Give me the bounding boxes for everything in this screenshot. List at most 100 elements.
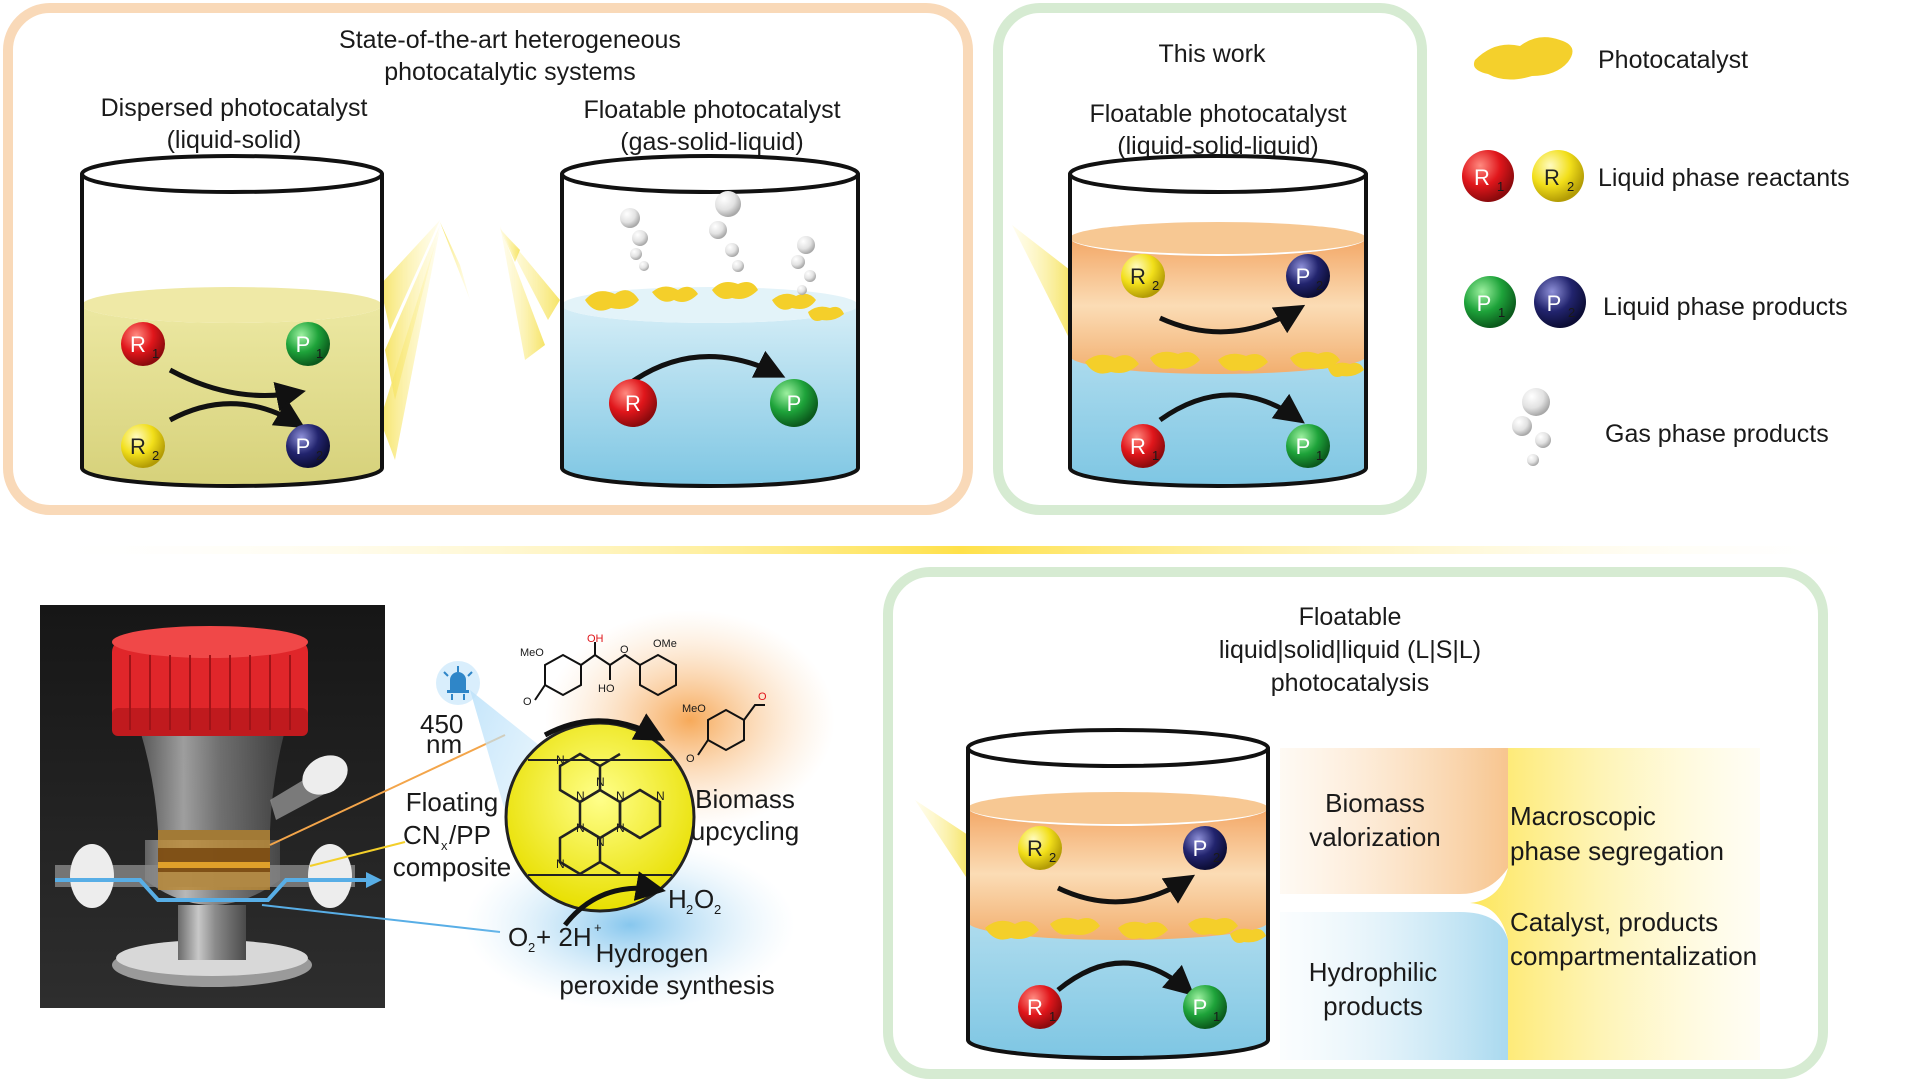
svg-text:1: 1 (1213, 1009, 1220, 1024)
column-hydrophilic (1280, 912, 1508, 1060)
lignin-labels: MeO OH HO OMe O O (520, 633, 677, 708)
sota-title-line1: State-of-the-art heterogeneous (339, 26, 681, 54)
svg-text:R: R (1544, 165, 1560, 190)
floating-line3: composite (393, 852, 512, 882)
svg-text:P: P (1547, 291, 1562, 316)
photocatalyst-flake-icon (1473, 37, 1573, 80)
floating-line1: Floating (406, 787, 499, 817)
svg-text:2: 2 (528, 940, 535, 955)
svg-text:1: 1 (316, 346, 323, 361)
svg-text:N: N (616, 789, 625, 803)
ball-r2-beaker4: R 2 (1018, 826, 1062, 870)
catalyst-sphere: N N N N N N N N N (504, 721, 696, 913)
svg-text:P: P (296, 332, 311, 357)
h2o2-formula: H 2 O 2 (668, 884, 721, 917)
svg-text:MeO: MeO (682, 703, 706, 715)
ball-r1-beaker3: R 1 (1121, 424, 1165, 468)
o2-plus-2h: O 2 + 2H + (508, 920, 602, 955)
svg-text:R: R (625, 391, 641, 416)
lignin-model-molecule (534, 642, 677, 701)
svg-text:1: 1 (1049, 1009, 1056, 1024)
svg-text:1: 1 (1316, 448, 1323, 463)
led-icon (436, 661, 480, 705)
svg-text:R: R (130, 434, 146, 459)
svg-text:O: O (523, 696, 532, 708)
svg-text:O: O (686, 753, 695, 765)
legend-reactants: R 1 R 2 Liquid phase reactants (1462, 150, 1850, 202)
svg-text:P: P (1193, 836, 1208, 861)
svg-text:x: x (441, 838, 448, 853)
svg-text:N: N (576, 821, 585, 835)
wavelength-unit: nm (426, 729, 462, 759)
svg-text:N: N (596, 775, 605, 789)
lsl-title-line3: photocatalysis (1271, 669, 1429, 697)
ball-p-beaker2: P (770, 379, 818, 427)
svg-text:O: O (620, 644, 629, 656)
pointer-line-orange (269, 734, 506, 846)
ball-r1-beaker4: R 1 (1018, 985, 1062, 1029)
svg-text:N: N (596, 835, 605, 849)
svg-text:N: N (556, 753, 565, 767)
light-source-rays (380, 220, 560, 460)
column-biomass (1280, 748, 1508, 894)
svg-text:2: 2 (1049, 850, 1056, 865)
svg-text:HO: HO (598, 683, 615, 695)
svg-text:P: P (1477, 291, 1492, 316)
compartment-line2: compartmentalization (1510, 941, 1757, 971)
svg-text:1: 1 (1152, 448, 1159, 463)
svg-text:R: R (1130, 434, 1146, 459)
svg-text:1: 1 (1498, 305, 1505, 320)
section-divider (40, 546, 1880, 554)
svg-text:O: O (694, 884, 714, 914)
svg-text:+: + (594, 920, 602, 935)
svg-text:N: N (616, 821, 625, 835)
floatable-lsl-title: Floatable photocatalyst (1089, 100, 1346, 128)
svg-text:P: P (1296, 264, 1311, 289)
macroscopic-line1: Macroscopic (1510, 801, 1656, 831)
legend-products: P 1 P 2 Liquid phase products (1464, 276, 1848, 328)
svg-text:+ 2H: + 2H (536, 922, 592, 952)
biomass-upcycling-line2: upcycling (691, 816, 799, 846)
ball-r2-beaker1: R 2 (121, 424, 165, 468)
hydrophilic-line2: products (1323, 991, 1423, 1021)
ball-r2-beaker3: R 2 (1121, 254, 1165, 298)
sota-title-line2: photocatalytic systems (384, 58, 636, 86)
ball-r1-beaker1: R 1 (121, 322, 165, 366)
svg-text:MeO: MeO (520, 647, 544, 659)
svg-text:Liquid phase reactants: Liquid phase reactants (1598, 164, 1850, 192)
sota-frame (3, 3, 973, 515)
svg-text:O: O (508, 922, 528, 952)
lsl-frame (883, 567, 1828, 1079)
lsl-title-line2: liquid|solid|liquid (L|S|L) (1219, 636, 1481, 664)
svg-text:/PP: /PP (449, 820, 491, 850)
svg-text:R: R (1027, 836, 1043, 861)
svg-text:O: O (758, 691, 767, 703)
hydrogen-line2: peroxide synthesis (559, 970, 774, 1000)
ball-p1-beaker1: P 1 (286, 322, 330, 366)
pointer-line-yellow (309, 841, 406, 867)
svg-text:CN: CN (403, 820, 441, 850)
floatable-gsl-title: Floatable photocatalyst (583, 96, 840, 124)
gas-bubbles-beaker2 (620, 191, 816, 295)
svg-text:1: 1 (1497, 179, 1504, 194)
svg-text:2: 2 (152, 448, 159, 463)
svg-text:P: P (1296, 434, 1311, 459)
ball-p1-beaker4: P 1 (1183, 985, 1227, 1029)
arrow-biomass (543, 713, 666, 741)
arrow-h2o2 (563, 871, 666, 927)
beaker-floatable-gsl (560, 154, 860, 488)
svg-text:R: R (1027, 995, 1043, 1020)
svg-text:Liquid phase products: Liquid phase products (1603, 293, 1848, 321)
svg-text:2: 2 (1213, 850, 1220, 865)
ball-p2-beaker4: P 2 (1183, 826, 1227, 870)
svg-text:2: 2 (1567, 179, 1574, 194)
svg-text:N: N (576, 789, 585, 803)
svg-text:P: P (787, 391, 802, 416)
floatable-gsl-subtitle: (gas-solid-liquid) (620, 128, 803, 156)
svg-text:P: P (296, 434, 311, 459)
legend-photocatalyst: Photocatalyst (1473, 37, 1748, 80)
biomass-valorization-line1: Biomass (1325, 788, 1425, 818)
aldehyde-labels: MeO O O (682, 691, 767, 765)
legend-gas-products: Gas phase products (1512, 388, 1829, 466)
